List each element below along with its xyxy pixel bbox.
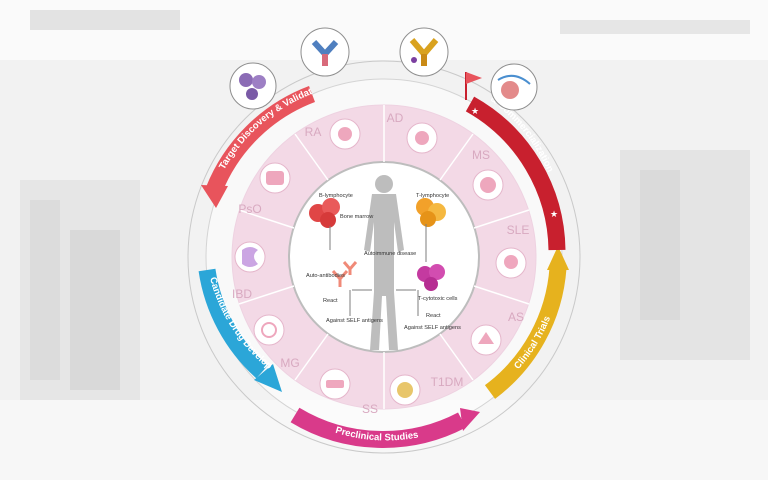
antibody-icon (399, 27, 449, 77)
mg-icon (253, 314, 285, 346)
disease-label: AD (387, 111, 404, 125)
bone-marrow-label: Bone marrow (340, 214, 374, 220)
flag-icon (465, 72, 482, 100)
against-self-antigens-label: Against SELF antigens (404, 325, 461, 331)
t-cytotoxic-cells (417, 264, 445, 291)
against-self-antigens-label: Against SELF antigens (326, 318, 383, 324)
disease-label: PsO (238, 202, 261, 216)
auto-antibodies-label: Auto-antibodies (306, 273, 345, 279)
outer-ring (187, 60, 581, 454)
t-cytotoxic-label: T-cytotoxic cells (418, 296, 458, 302)
disease-icon-art (242, 127, 518, 398)
commercial-arrow (465, 96, 566, 251)
t-lymphocyte-label: T-lymphocyte (416, 193, 449, 199)
b-lymphocyte-label: B-lymphocyte (319, 193, 353, 199)
disease-dividers (238, 105, 530, 409)
disease-label: RA (305, 125, 322, 139)
disease-label: MS (472, 148, 490, 162)
human-body-silhouette (364, 175, 404, 350)
disease-label: SS (362, 402, 378, 416)
disease-label: SLE (507, 223, 530, 237)
t-lymphocyte-cells (416, 198, 446, 227)
star-icon: ★ (550, 209, 558, 219)
dna-cell-icon (490, 63, 538, 111)
disease-label: AS (508, 310, 524, 324)
target-arrowhead (201, 185, 228, 208)
b-lymphocyte-cells (309, 198, 340, 228)
candidate-arrowhead (254, 364, 282, 392)
clinical-arrowhead (547, 246, 569, 270)
disease-label: MG (280, 356, 299, 370)
protein-structure-icon (229, 62, 277, 110)
center-connectors (329, 224, 427, 316)
disease-label: IBD (232, 287, 252, 301)
target-arrow (206, 86, 316, 194)
disease-center-label: Autoimmune disease (364, 251, 416, 257)
disease-label: T1DM (431, 375, 464, 389)
candidate-arrow (198, 268, 268, 379)
preclinical-arrow (290, 407, 466, 449)
preclinical-arrowhead (460, 408, 480, 431)
react-label: React (426, 313, 441, 319)
auto-antibody-icon (331, 261, 358, 287)
star-icon: ★ (471, 106, 479, 116)
antibody-icon (300, 27, 350, 77)
clinical-arrow (484, 267, 567, 399)
react-label: React (323, 298, 338, 304)
